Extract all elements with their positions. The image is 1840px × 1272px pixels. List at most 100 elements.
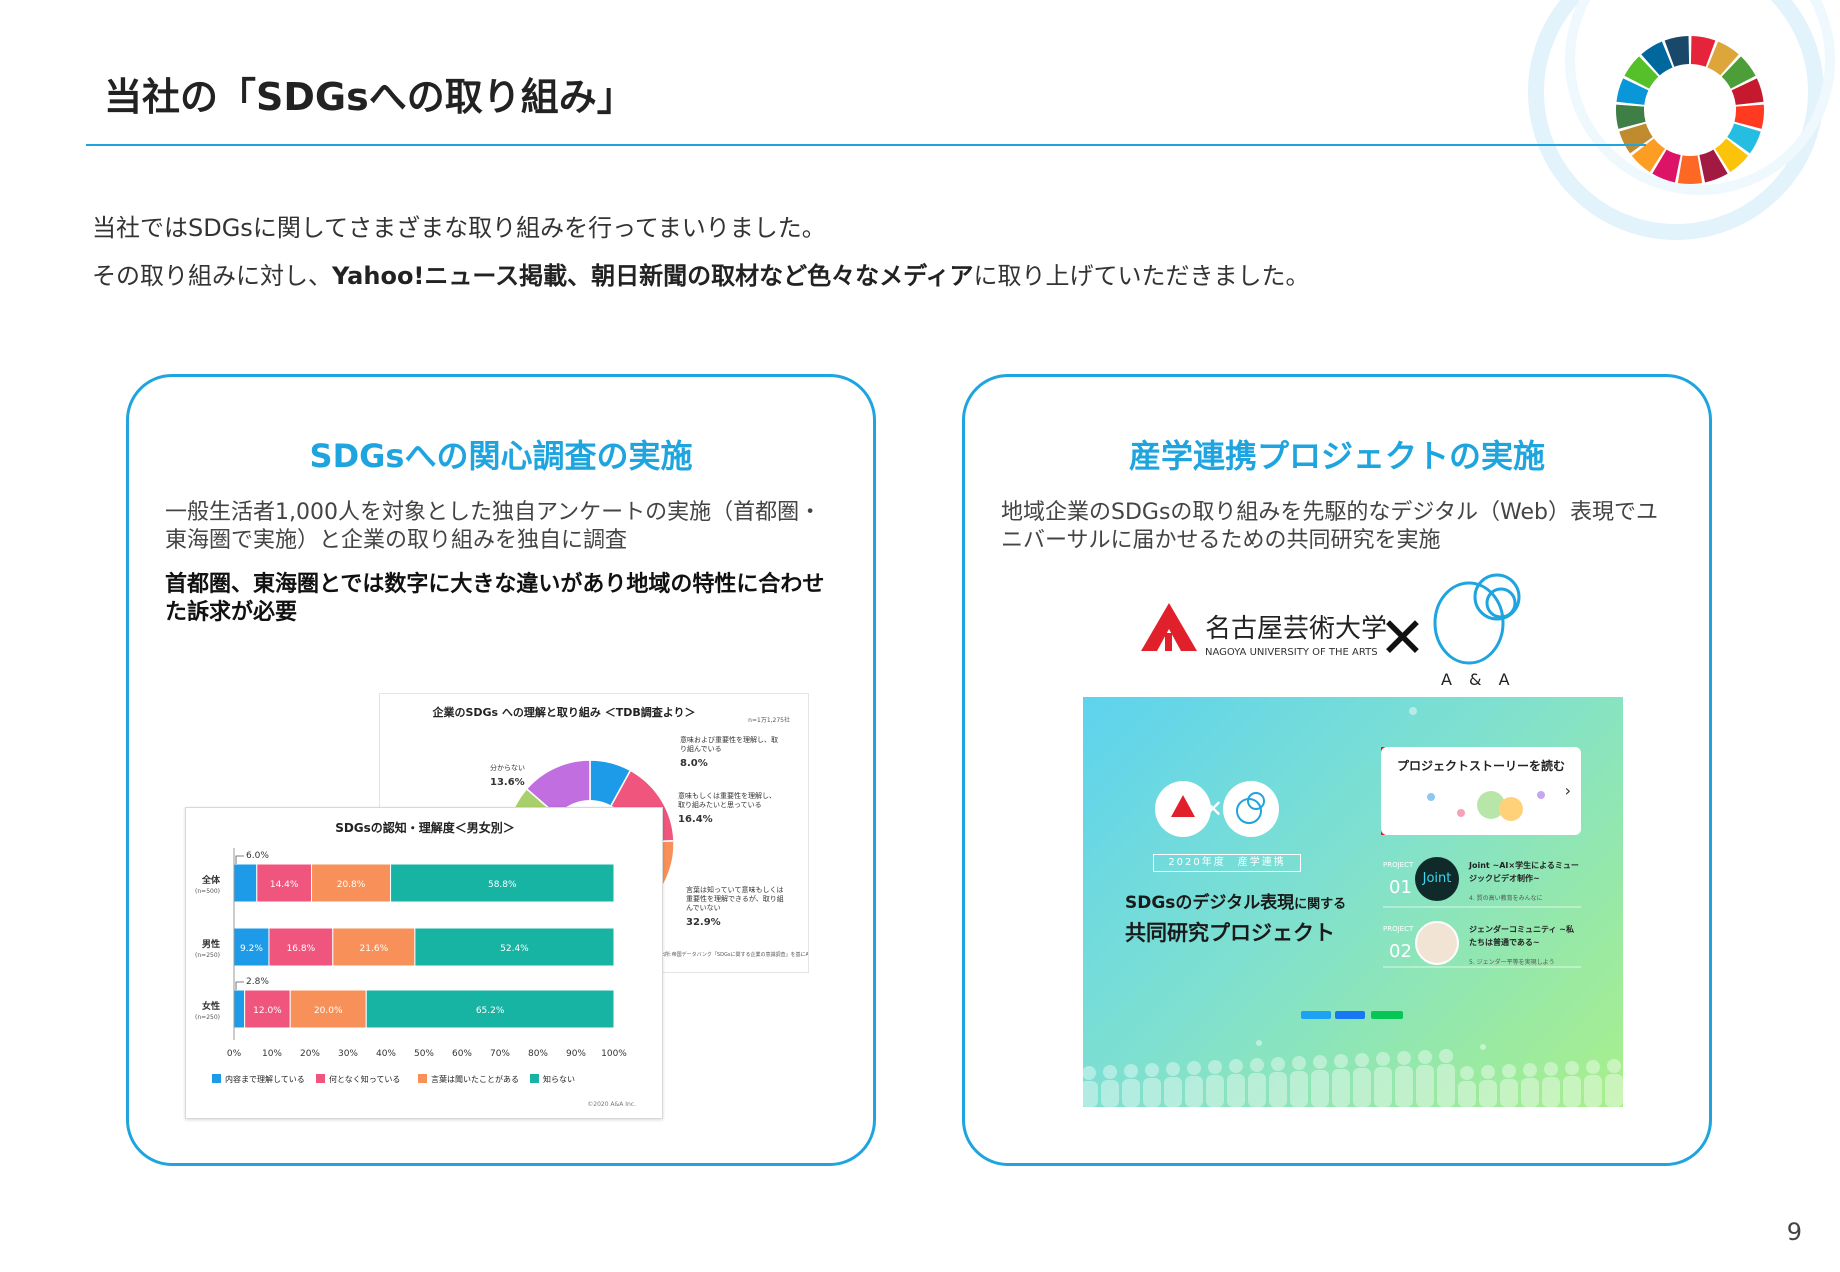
gender-awareness-chart: SDGsの認知・理解度＜男女別＞全体(n=500)6.0%14.4%20.8%5… — [185, 807, 663, 1119]
facebook-share-button[interactable] — [1335, 1011, 1365, 1019]
nagoya-univ-logo — [1141, 603, 1197, 651]
crowd-head — [1481, 1065, 1495, 1079]
pie-slice-value: 13.6% — [490, 777, 525, 788]
person-avatar — [1415, 921, 1459, 965]
crowd-body — [1101, 1080, 1119, 1107]
crowd-head — [1103, 1065, 1117, 1079]
crowd-body — [1185, 1076, 1203, 1107]
crowd-head — [1376, 1052, 1390, 1066]
crowd-head — [1229, 1059, 1243, 1073]
crowd-body — [1290, 1071, 1308, 1107]
sdg-wheel-segment — [1734, 104, 1764, 129]
bar-x-tick: 20% — [300, 1049, 320, 1059]
crowd-head — [1124, 1064, 1138, 1078]
crowd-head — [1565, 1061, 1579, 1075]
survey-card: SDGsへの関心調査の実施 一般生活者1,000人を対象とした独自アンケートの実… — [126, 374, 876, 1166]
bar-segment — [390, 863, 615, 903]
legend-swatch — [316, 1074, 325, 1083]
sdg-wheel-segment — [1624, 56, 1659, 89]
bar-leader-line — [235, 981, 244, 990]
sdg-wheel-segment — [1677, 155, 1703, 184]
crowd-body — [1083, 1081, 1098, 1107]
bar-x-tick: 0% — [227, 1049, 242, 1059]
bar-category-label: 男性 — [202, 938, 220, 950]
bar-value-label: 6.0% — [246, 851, 269, 861]
project-label: PROJECT — [1383, 925, 1414, 933]
sdg-wheel-segment — [1714, 138, 1749, 173]
bar-value-label: 21.6% — [360, 944, 389, 954]
bar-category-label: 女性 — [202, 1000, 220, 1012]
crowd-body — [1563, 1076, 1581, 1107]
story-illustration — [1427, 791, 1545, 821]
bar-value-label: 9.2% — [240, 944, 263, 954]
project-title-01: Joint ~AI×学生によるミュージックビデオ制作~ — [1469, 861, 1579, 883]
page-title: 当社の「SDGsへの取り組み」 — [104, 75, 635, 119]
sdg-wheel-segment — [1664, 36, 1690, 67]
crowd-body — [1122, 1079, 1140, 1107]
sdg-wheel-segment — [1690, 36, 1716, 67]
crowd-head — [1586, 1060, 1600, 1074]
twitter-share-button[interactable] — [1301, 1011, 1331, 1019]
crowd-body — [1479, 1080, 1497, 1107]
crowd-head — [1334, 1054, 1348, 1068]
project-title-02: ジェンダーコミュニティ ~私たちは普通である~ — [1469, 925, 1575, 947]
crowd-head — [1418, 1050, 1432, 1064]
legend-label: 言葉は聞いたことがある — [431, 1074, 519, 1084]
partner-logos: 名古屋芸術大学 NAGOYA UNIVERSITY OF THE ARTS ✕ … — [1141, 573, 1521, 689]
sdgs-wheel-logo — [1616, 36, 1764, 184]
crowd-body — [1416, 1065, 1434, 1107]
crowd-body — [1521, 1078, 1539, 1107]
intro-text: 当社ではSDGsに関してさまざまな取り組みを行ってまいりました。 その取り組みに… — [92, 204, 1310, 300]
legend-swatch — [530, 1074, 539, 1083]
pie-slice-value: 32.9% — [686, 917, 721, 928]
sdg-wheel-segment — [1721, 56, 1756, 89]
crowd-body — [1143, 1078, 1161, 1107]
crowd-head — [1271, 1057, 1285, 1071]
bar-segment — [311, 863, 392, 903]
title-divider — [86, 144, 1646, 146]
project-item-02[interactable]: PROJECT 02 ジェンダーコミュニティ ~私たちは普通である~ 5. ジェ… — [1383, 921, 1583, 981]
crowd-head — [1502, 1064, 1516, 1078]
project-item-01[interactable]: PROJECT 01 Joint Joint ~AI×学生によるミュージックビデ… — [1383, 857, 1583, 917]
crowd-body — [1353, 1068, 1371, 1107]
pie-chart-source: 出所:帝国データバンク「SDGsに関する企業の意識調査」を基にA&A作成 — [660, 951, 809, 958]
line-share-button[interactable] — [1371, 1011, 1403, 1019]
bar-chart-svg: SDGsの認知・理解度＜男女別＞全体(n=500)6.0%14.4%20.8%5… — [195, 820, 636, 1108]
crowd-head — [1187, 1061, 1201, 1075]
bar-segment — [365, 989, 615, 1029]
bar-value-label: 12.0% — [253, 1006, 282, 1016]
crowd-body — [1584, 1075, 1602, 1107]
crowd-body — [1500, 1079, 1518, 1107]
screenshot-decor: ✕ — [1083, 707, 1623, 1107]
bar-x-tick: 50% — [414, 1049, 434, 1059]
industry-academia-card: 産学連携プロジェクトの実施 地域企業のSDGsの取り組みを先駆的なデジタル（We… — [962, 374, 1712, 1166]
project-title-line2: 共同研究プロジェクト — [1125, 921, 1335, 945]
crowd-head — [1355, 1053, 1369, 1067]
crowd-body — [1227, 1074, 1245, 1107]
crowd-head — [1523, 1063, 1537, 1077]
intro-line-2-pre: その取り組みに対し、 — [92, 262, 332, 290]
story-link-card[interactable]: プロジェクトストーリーを読む › — [1381, 747, 1581, 835]
legend-label: 知らない — [543, 1074, 575, 1084]
crowd-head — [1166, 1062, 1180, 1076]
crowd-head — [1145, 1063, 1159, 1077]
crowd-body — [1206, 1075, 1224, 1107]
crowd-body — [1395, 1066, 1413, 1107]
bar-category-note: (n=500) — [195, 888, 220, 895]
crowd-body — [1332, 1069, 1350, 1107]
project-number: 02 — [1389, 941, 1412, 962]
bar-segment — [332, 927, 416, 967]
bar-segment — [233, 989, 246, 1029]
intro-line-2-post: に取り上げていただきました。 — [973, 262, 1310, 290]
bar-value-label: 16.8% — [287, 944, 316, 954]
legend-label: 何となく知っている — [329, 1074, 400, 1084]
story-link-label: プロジェクトストーリーを読む — [1397, 759, 1566, 773]
crowd-head — [1439, 1049, 1453, 1063]
pie-slice-value: 8.0% — [680, 758, 708, 769]
project-goal-01: 4. 質の高い教育をみんなに — [1469, 895, 1543, 902]
intro-line-1: 当社ではSDGsに関してさまざまな取り組みを行ってまいりました。 — [92, 214, 826, 242]
univ-name: 名古屋芸術大学 — [1205, 614, 1387, 644]
cross-mark: ✕ — [1379, 606, 1426, 671]
sdg-wheel-segment — [1731, 78, 1764, 105]
crowd-head — [1083, 1066, 1096, 1080]
